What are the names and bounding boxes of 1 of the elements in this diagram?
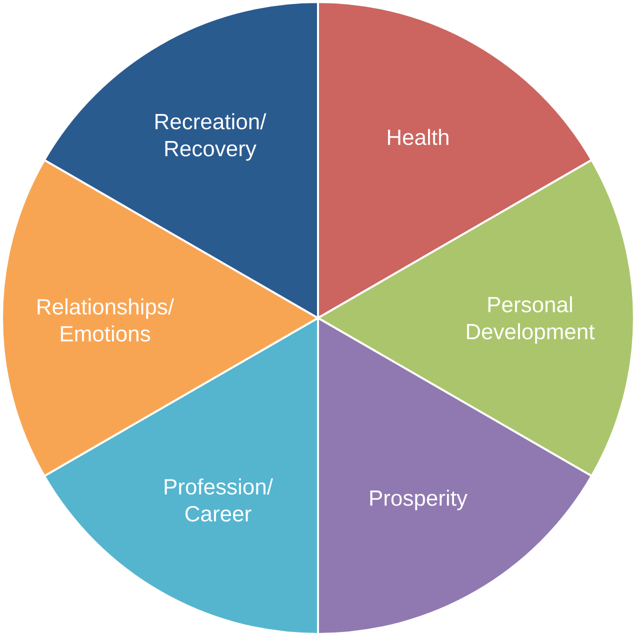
pie-slice: Personal Development bbox=[317, 159, 634, 477]
